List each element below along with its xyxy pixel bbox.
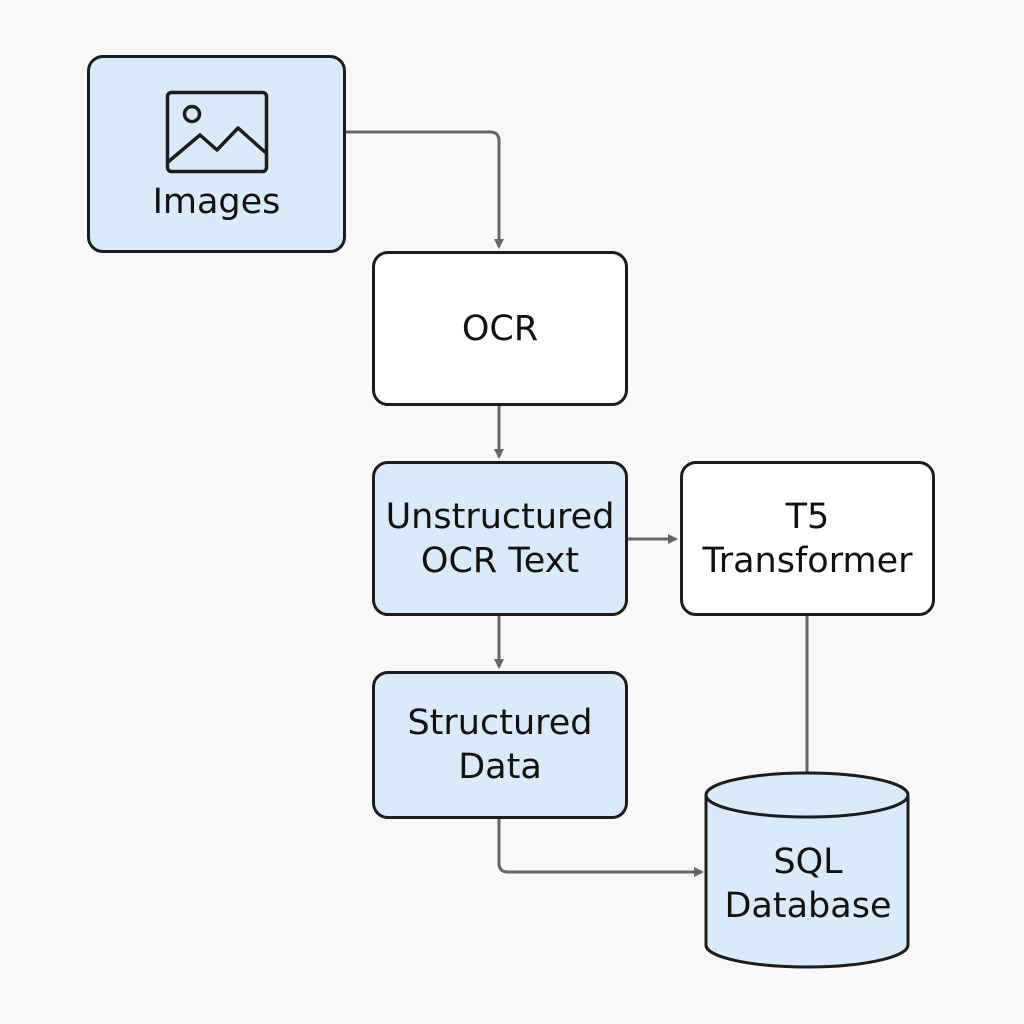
node-structured-data: Structured Data — [372, 671, 628, 819]
node-structured-line-1: Structured — [407, 703, 593, 743]
node-database-line-1: SQL — [773, 842, 843, 882]
node-database-line-2: Database — [724, 886, 892, 926]
edge-images-to-ocr — [346, 130, 504, 249]
node-ocr: OCR — [372, 251, 628, 406]
database-cylinder — [704, 771, 910, 969]
node-structured-line-2: Data — [458, 747, 542, 787]
node-images: Images — [87, 55, 346, 253]
node-sql-database: SQL Database — [706, 834, 910, 934]
node-t5-line-2: Transformer — [702, 540, 913, 581]
node-ocr-label: OCR — [461, 308, 539, 349]
node-t5-transformer: T5 Transformer — [680, 461, 935, 616]
node-unstructured-line-2: OCR Text — [420, 540, 580, 581]
node-images-label: Images — [152, 182, 281, 222]
node-unstructured-line-1: Unstructured — [385, 496, 615, 537]
node-t5-line-1: T5 — [785, 496, 830, 537]
image-icon — [165, 90, 268, 174]
node-unstructured-ocr-text: Unstructured OCR Text — [372, 461, 628, 616]
edge-structured-to-database — [497, 819, 704, 877]
